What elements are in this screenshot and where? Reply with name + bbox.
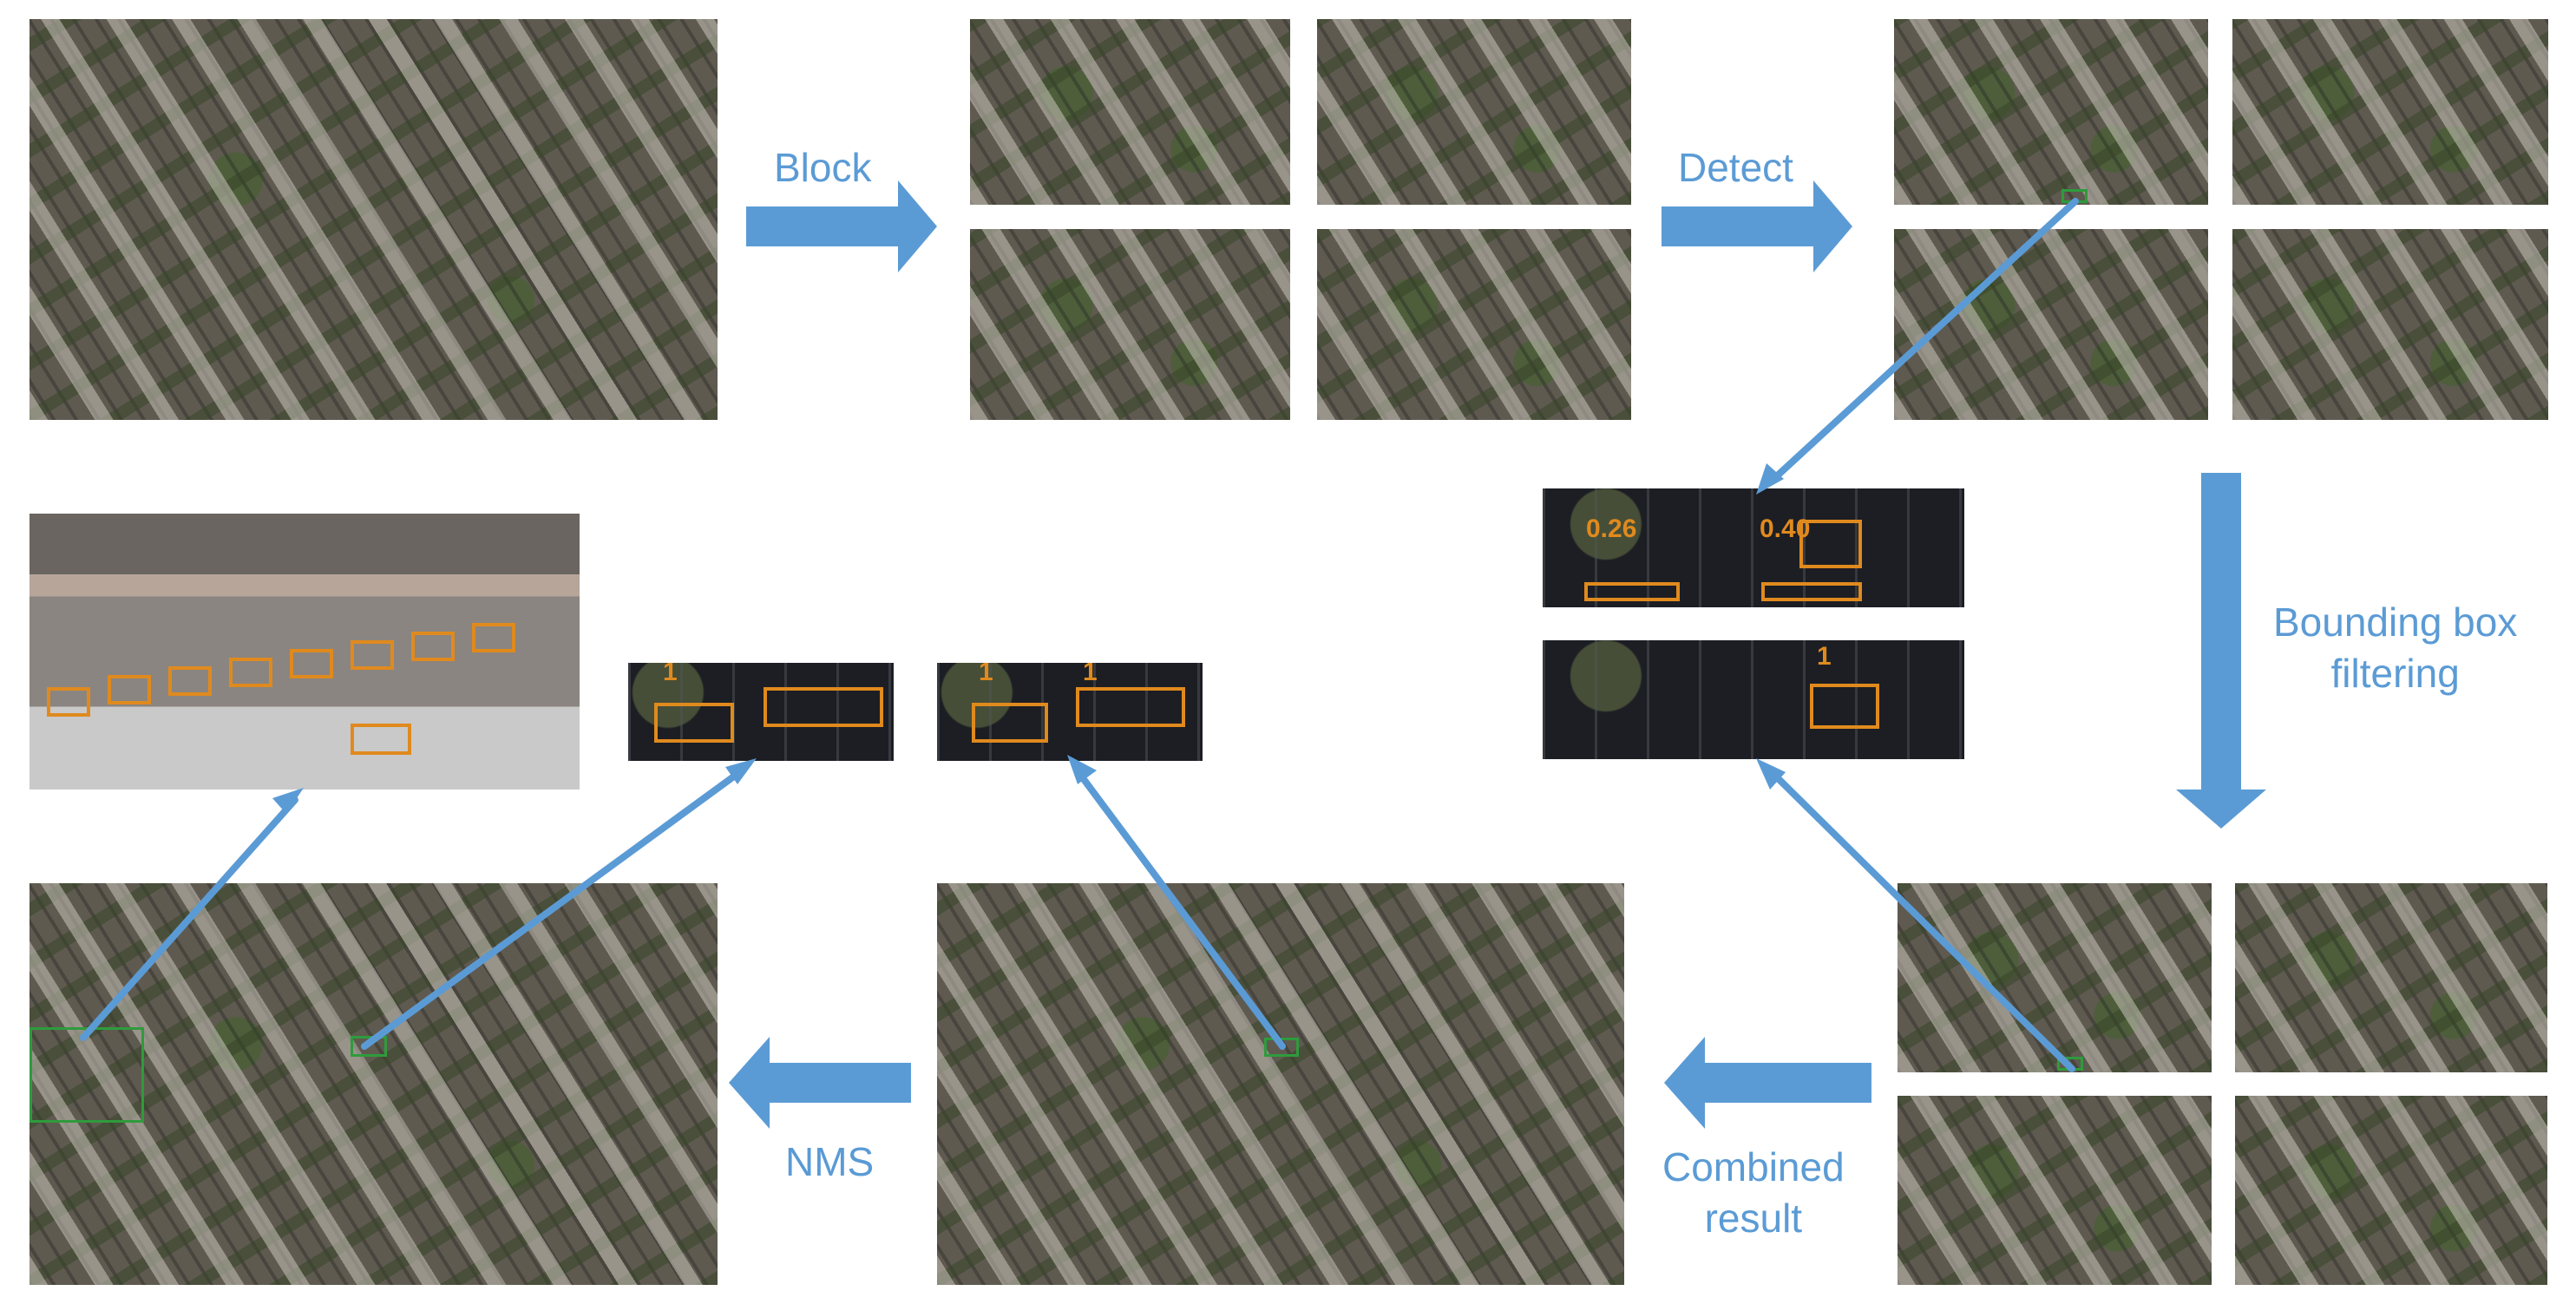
detection-box: [1761, 582, 1862, 601]
combined-result-label: Combined result: [1662, 1142, 1845, 1244]
nms-label: NMS: [785, 1139, 875, 1184]
original-aerial-image: [29, 19, 718, 420]
detection-box: [972, 703, 1048, 743]
zoom-detections-after-filter: 1: [1543, 640, 1964, 759]
block-arrow: [746, 180, 937, 272]
zoom-connector-arrows: [80, 198, 2079, 1072]
block-tile-1: [970, 19, 1290, 205]
zoom-nms-detail: 1: [628, 663, 894, 761]
filtered-tile-2: [2235, 883, 2547, 1072]
selected-region-box: [351, 1036, 387, 1057]
detection-box: [411, 632, 455, 661]
detection-box: [654, 703, 734, 743]
detect-label: Detect: [1678, 145, 1793, 190]
score-label: 1: [663, 663, 678, 686]
detect-tile-2: [2232, 19, 2548, 205]
bbox-filtering-label-line2: filtering: [2330, 650, 2460, 696]
detection-box: [351, 640, 394, 670]
detection-box: [47, 687, 90, 717]
score-label: 1: [979, 663, 993, 686]
block-tile-2: [1317, 19, 1631, 205]
detection-box: [229, 658, 272, 687]
detection-box: [1810, 684, 1879, 729]
filtered-tile-4: [2235, 1096, 2547, 1285]
selected-region-box: [1264, 1038, 1299, 1057]
combined-result-arrow: [1664, 1037, 1871, 1129]
combined-result-label-line1: Combined: [1662, 1144, 1845, 1189]
zoom-detections-before-filter: 0.26 0.40: [1543, 488, 1964, 607]
detection-box: [168, 666, 212, 696]
detection-box: [290, 649, 333, 678]
detect-tile-4: [2232, 229, 2548, 420]
detection-box: [1584, 582, 1680, 601]
block-tile-3: [970, 229, 1290, 420]
zoom-connector-arrowheads: [272, 463, 1786, 814]
detection-box: [764, 687, 883, 727]
detection-box: [472, 623, 515, 652]
detection-box: [108, 675, 151, 704]
detection-box: [1799, 520, 1862, 568]
filtered-tile-1: [1898, 883, 2212, 1072]
bbox-filtering-label: Bounding box filtering: [2273, 597, 2517, 699]
detection-box: [1076, 687, 1185, 727]
score-label: 0.26: [1586, 514, 1637, 543]
combined-result-image: [937, 883, 1624, 1285]
detect-arrow: [1662, 180, 1852, 272]
block-label: Block: [774, 145, 872, 190]
nms-arrow: [729, 1037, 911, 1129]
score-label: 1: [1083, 663, 1098, 686]
zoom-combined-detail: 1 1: [937, 663, 1203, 761]
bbox-filtering-arrow: [2176, 473, 2266, 829]
score-label: 1: [1817, 642, 1832, 671]
detect-tile-1: [1894, 19, 2208, 205]
combined-result-label-line2: result: [1704, 1195, 1803, 1241]
zoom-street-detail: [29, 514, 580, 790]
bbox-filtering-label-line1: Bounding box: [2273, 600, 2518, 645]
block-tile-4: [1317, 229, 1631, 420]
filtered-tile-3: [1898, 1096, 2212, 1285]
detection-box: [351, 724, 411, 755]
